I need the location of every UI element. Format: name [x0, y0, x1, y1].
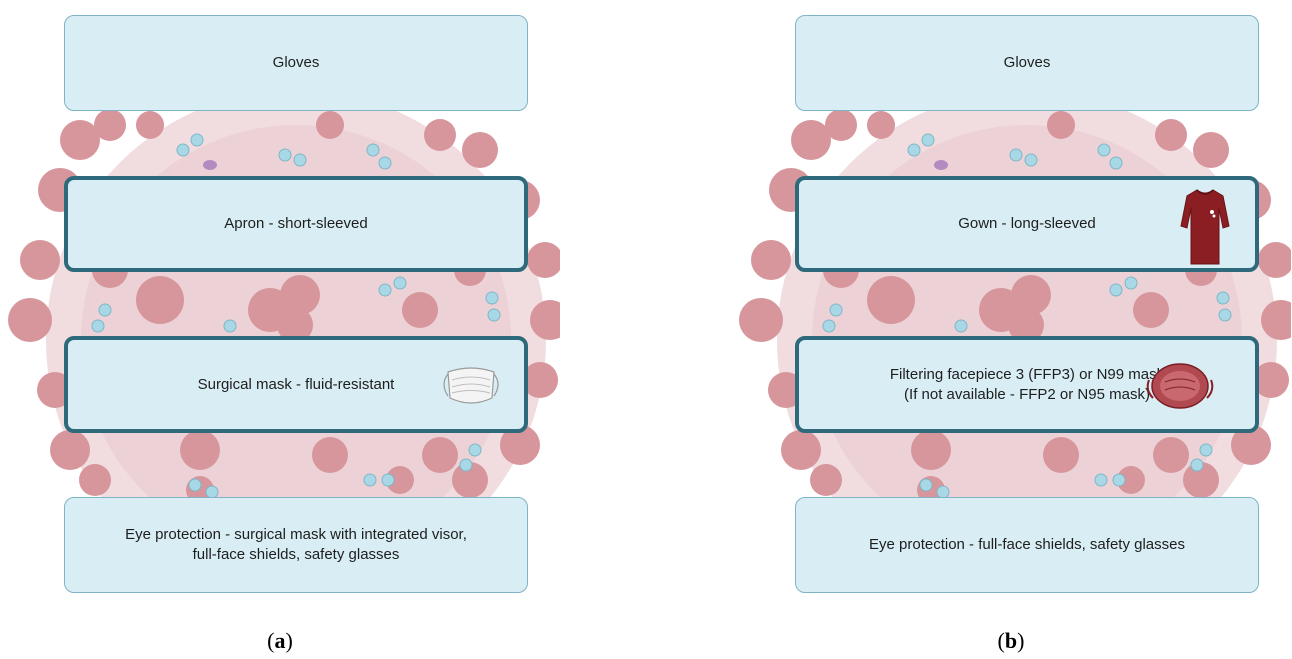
ppe-apron-box: Apron - short-sleeved — [64, 176, 528, 272]
ppe-gown-label: Gown - long-sleeved — [958, 215, 1096, 232]
ppe-apron-label: Apron - short-sleeved — [224, 215, 368, 232]
surgical-mask-icon — [443, 367, 499, 404]
ppe-eye-protection-label: Eye protection - full-face shields, safe… — [869, 536, 1185, 553]
ppe-respirator-box: Filtering facepiece 3 (FFP3) or N99 mask… — [795, 336, 1259, 433]
panel-caption-b: (b) — [997, 628, 1025, 653]
gown-icon — [1180, 189, 1230, 265]
ppe-surgical-mask-box: Surgical mask - fluid-resistant — [64, 336, 528, 433]
panel-b: Gloves Gown - long-sleeved Filtering fac… — [731, 0, 1291, 659]
ppe-gloves-box: Gloves — [64, 15, 528, 111]
ppe-gloves-label: Gloves — [272, 54, 320, 71]
ppe-gown-box: Gown - long-sleeved — [795, 176, 1259, 272]
ppe-gloves-label: Gloves — [1003, 54, 1051, 71]
panel-caption-a: (a) — [267, 628, 293, 653]
ppe-eye-protection-box: Eye protection - full-face shields, safe… — [795, 497, 1259, 593]
ppe-eye-protection-label: Eye protection - surgical mask with inte… — [125, 526, 467, 563]
ppe-gloves-box: Gloves — [795, 15, 1259, 111]
panel-a: Gloves Apron - short-sleeved Surgical ma… — [0, 0, 560, 659]
ppe-surgical-mask-label: Surgical mask - fluid-resistant — [197, 375, 395, 393]
ppe-eye-protection-box: Eye protection - surgical mask with inte… — [64, 497, 528, 593]
respirator-mask-icon — [1146, 363, 1214, 409]
ppe-respirator-label: Filtering facepiece 3 (FFP3) or N99 mask… — [889, 365, 1165, 403]
